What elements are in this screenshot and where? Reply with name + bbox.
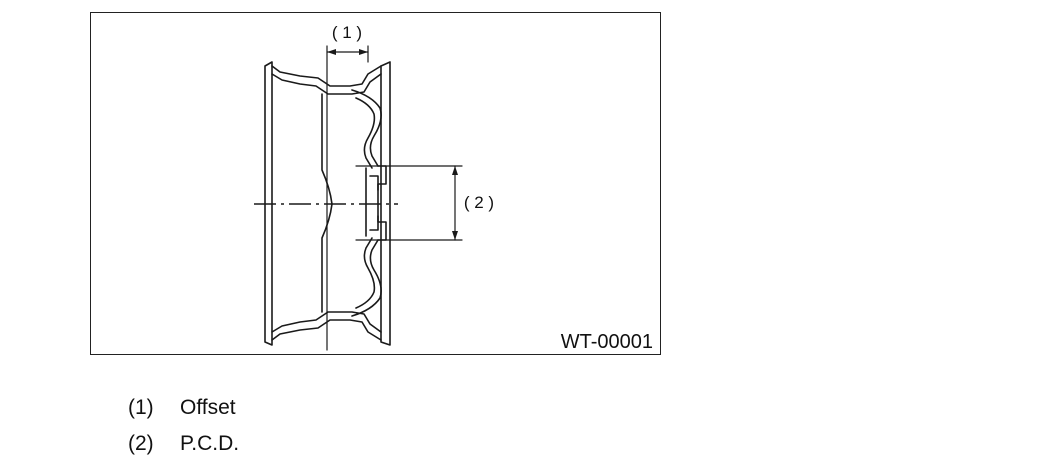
- legend-number: (2): [128, 432, 154, 455]
- legend-item-pcd: (2) P.C.D.: [128, 432, 239, 456]
- figure-frame: [90, 12, 661, 355]
- rim-profile-top-inner: [271, 73, 382, 95]
- offset-arrow-right: [359, 49, 368, 55]
- legend-text: Offset: [180, 396, 236, 419]
- callout-offset-label: ( 1 ): [332, 23, 362, 42]
- barrel-left-wall-top: [321, 93, 333, 205]
- rim-right-flange: [380, 61, 391, 346]
- offset-arrow-left: [327, 49, 336, 55]
- disc-profile-top-inner: [355, 97, 376, 169]
- disc-profile-bottom-outer: [351, 239, 382, 317]
- hub-mounting-face: [377, 165, 387, 241]
- callout-pcd-label: ( 2 ): [464, 193, 494, 212]
- barrel-left-wall-bottom: [321, 203, 333, 313]
- disc-profile-bottom-inner: [355, 237, 376, 309]
- figure-code: WT-00001: [561, 331, 653, 353]
- legend-text: P.C.D.: [180, 432, 240, 455]
- pcd-arrow-top: [452, 166, 458, 175]
- legend-number: (1): [128, 396, 154, 419]
- pcd-arrow-bottom: [452, 231, 458, 240]
- rim-profile-bottom-inner: [271, 311, 382, 333]
- rim-left-flange: [264, 61, 273, 346]
- rim-profile-top-outer: [271, 65, 382, 87]
- legend-item-offset: (1) Offset: [128, 396, 236, 420]
- hub-bolt-seat-bottom: [369, 215, 379, 231]
- disc-profile-top-outer: [351, 89, 382, 167]
- hub-bolt-seat-top: [369, 175, 379, 191]
- rim-profile-bottom-outer: [271, 319, 382, 341]
